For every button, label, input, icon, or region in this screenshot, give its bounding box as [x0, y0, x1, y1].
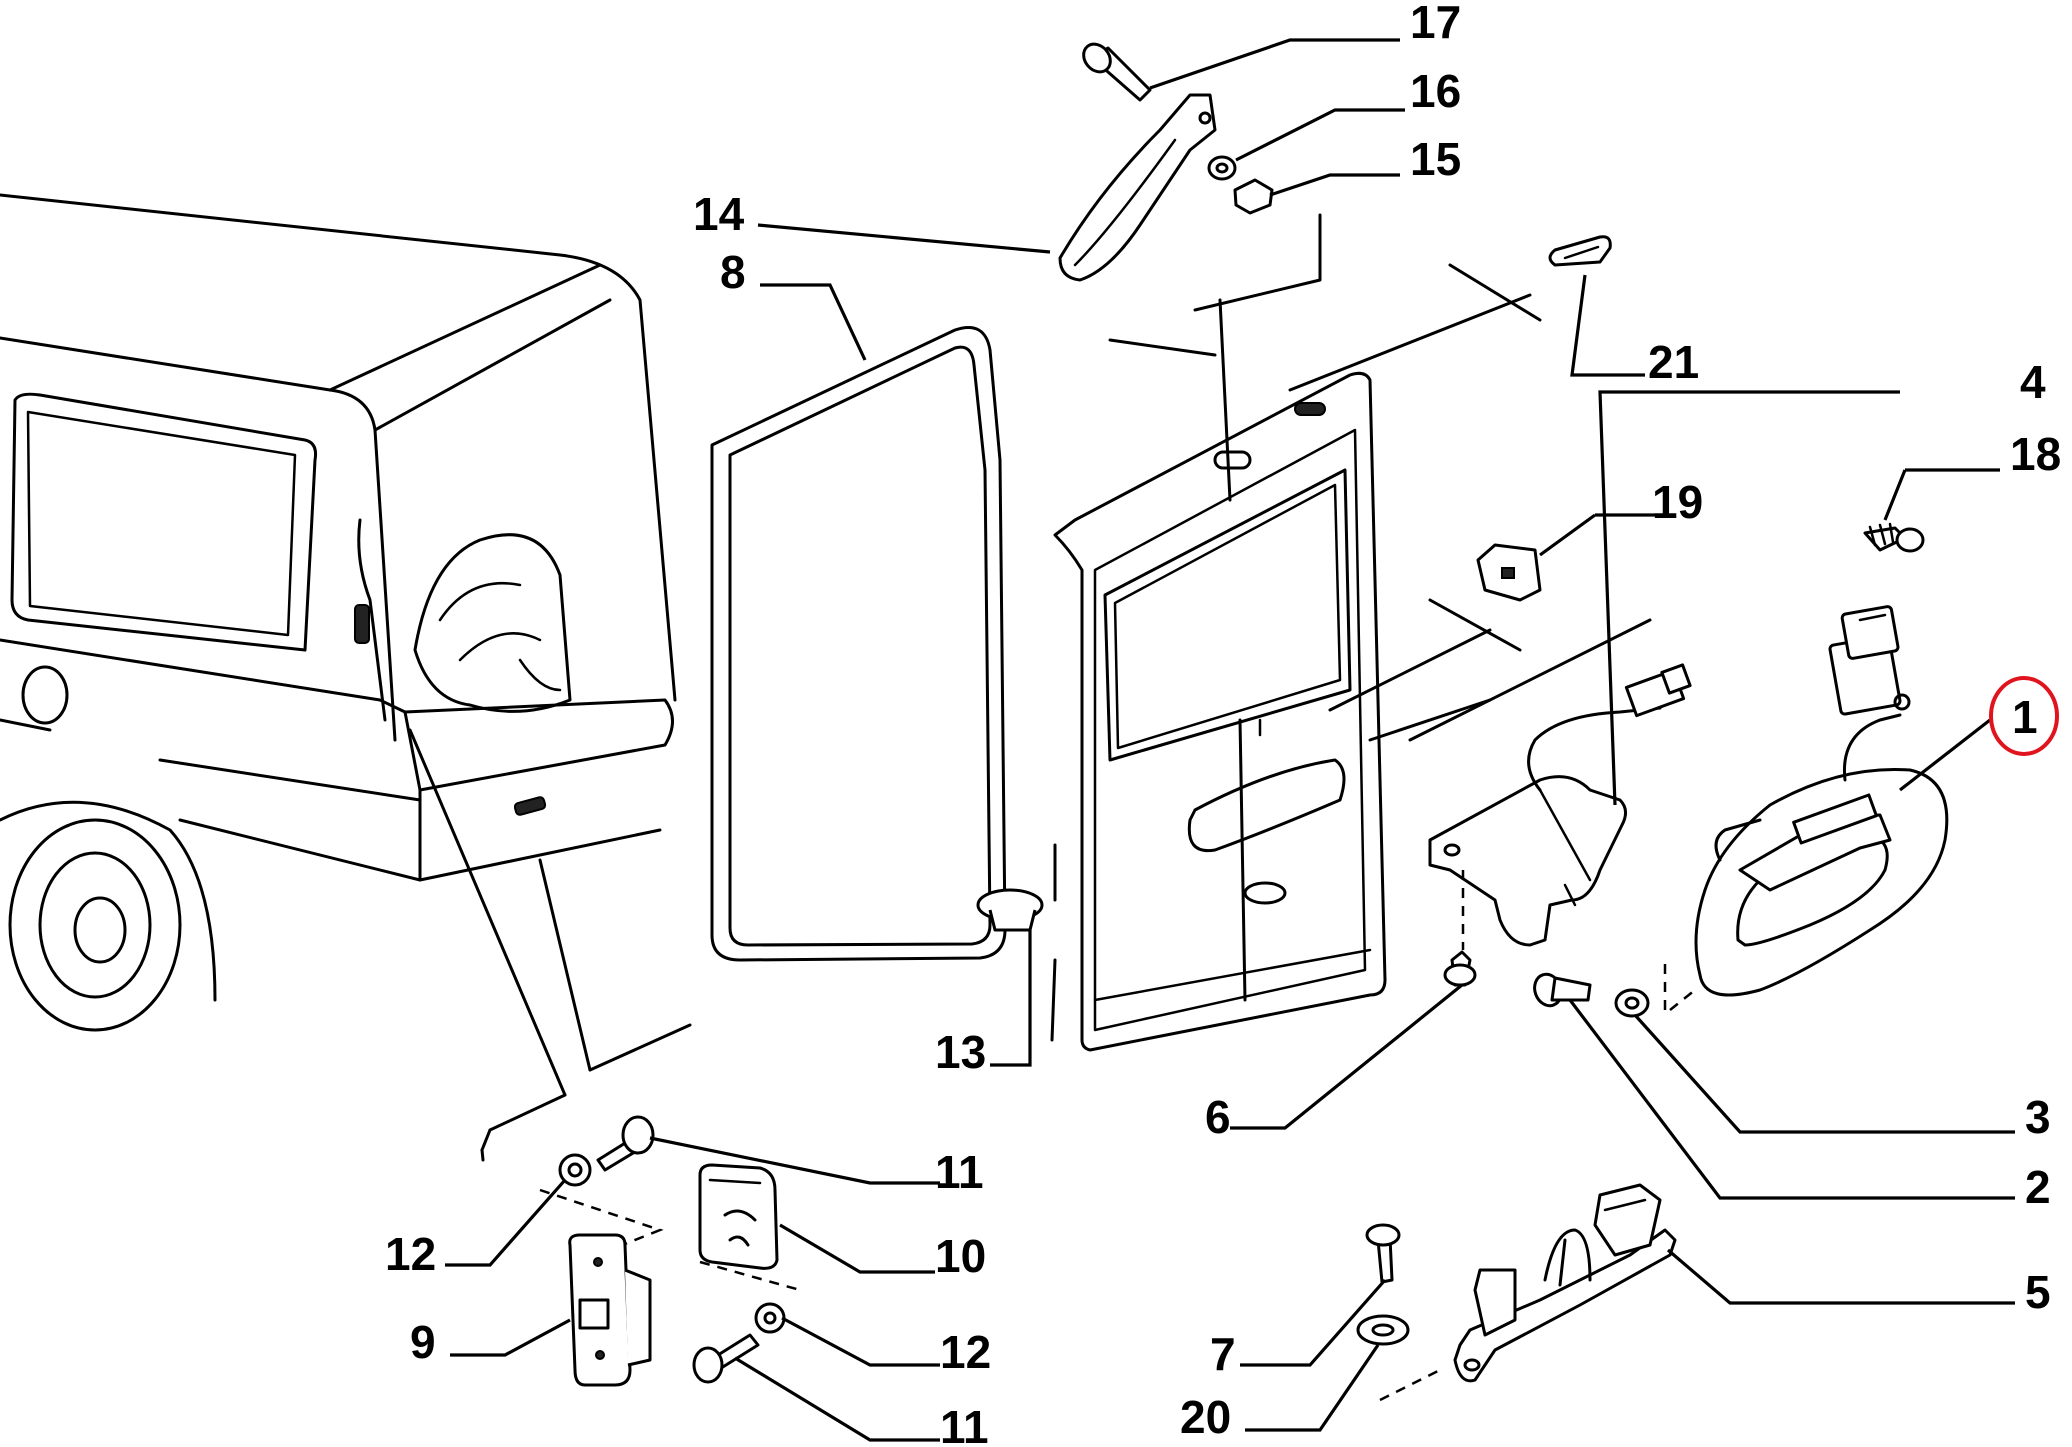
washer: [1356, 1314, 1410, 1346]
label-6: 6: [1205, 1091, 1231, 1143]
washer: [754, 1302, 786, 1334]
leader-lines: [445, 38, 2015, 1442]
door-seal-gasket: [710, 326, 1007, 962]
bolt: [692, 1333, 760, 1384]
striker-plate: [1453, 1183, 1677, 1383]
rear-door: [1053, 371, 1387, 1052]
label-2: 2: [2025, 1161, 2051, 1213]
label-21: 21: [1648, 336, 1699, 388]
label-14: 14: [693, 188, 745, 240]
outer-handle: [1694, 605, 1949, 997]
label-10: 10: [935, 1230, 986, 1282]
lock-assembly: [1428, 663, 1692, 947]
bolt: [596, 1115, 655, 1172]
label-9: 9: [410, 1316, 436, 1368]
washer: [1207, 155, 1237, 181]
label-19: 19: [1652, 476, 1703, 528]
label-11-lower: 11: [940, 1401, 989, 1447]
clip: [1476, 543, 1542, 602]
bolt: [1082, 42, 1152, 102]
label-7: 7: [1210, 1328, 1236, 1380]
bracket: [698, 1163, 779, 1270]
part-labels: 17 16 15 14 8 21 4 18 19 1 13 6 3 2 5 7 …: [385, 0, 2061, 1447]
label-16: 16: [1410, 65, 1461, 117]
plug: [976, 888, 1044, 932]
label-15: 15: [1410, 133, 1461, 185]
screw: [1533, 972, 1592, 1008]
label-12-upper: 12: [385, 1228, 436, 1280]
label-5: 5: [2025, 1266, 2051, 1318]
door-striker-plate: [568, 1233, 652, 1387]
label-1: 1: [2012, 691, 2038, 743]
screw: [1365, 1223, 1401, 1284]
highlight-circle: [1989, 676, 2059, 756]
label-8: 8: [720, 246, 746, 298]
washer: [558, 1153, 592, 1187]
van-body: [0, 193, 677, 1032]
label-12-lower: 12: [940, 1326, 991, 1378]
screw: [1863, 522, 1925, 553]
nut: [1233, 178, 1274, 215]
label-20: 20: [1180, 1391, 1231, 1443]
label-17: 17: [1410, 0, 1461, 48]
washer: [1614, 988, 1650, 1018]
label-13: 13: [935, 1026, 986, 1078]
check-strap: [1058, 93, 1217, 282]
screw: [1443, 950, 1477, 987]
label-11-upper: 11: [935, 1146, 984, 1198]
label-4: 4: [2020, 356, 2046, 408]
label-3: 3: [2025, 1091, 2051, 1143]
label-18: 18: [2010, 428, 2061, 480]
grommet: [1548, 235, 1612, 267]
